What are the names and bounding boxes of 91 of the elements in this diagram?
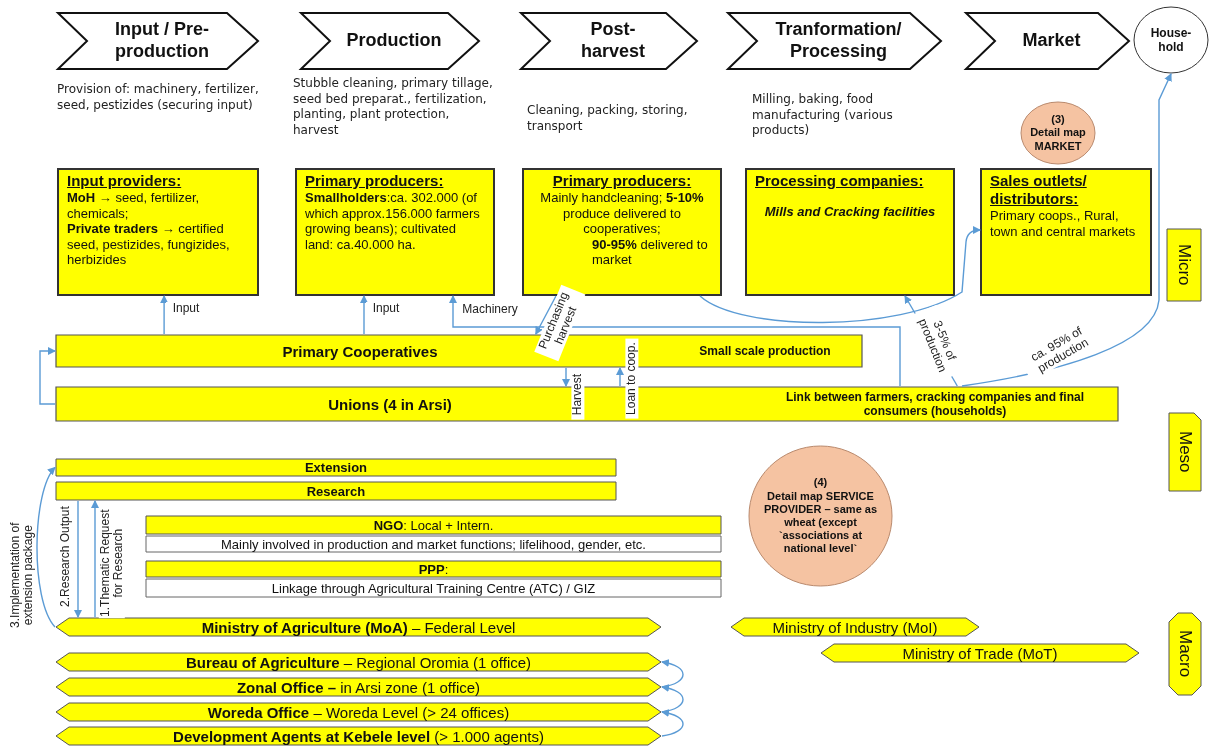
box-text: Mills and Cracking facilities (763, 204, 937, 220)
detail-map-circle (1020, 101, 1096, 165)
office-banner (55, 726, 662, 746)
service-bar (55, 458, 617, 477)
arrow (91, 500, 99, 618)
arrow (661, 659, 684, 688)
circle-label: (3) (1050, 113, 1066, 127)
stage-title: Production (345, 30, 443, 52)
arrow (36, 466, 56, 628)
ministry-banner (55, 617, 662, 637)
arrow (661, 684, 684, 713)
box-text: Primary coops., Rural, town and central markets (990, 208, 1137, 240)
arrow (360, 295, 368, 335)
banner-label: Ministry of Trade (MoT) (902, 644, 1058, 662)
banner-label: Zonal Office – in Arsi zone (1 office) (236, 678, 481, 696)
stage-title: Market (1021, 30, 1082, 52)
band-label: Link between farmers, cracking companies and final consumers (households) (784, 390, 1086, 418)
circle-label: (4) (812, 476, 829, 490)
edge-label: 1.Thematic Request for Research (98, 508, 126, 619)
bar-label: NGO: Local + Intern. (373, 517, 494, 533)
banner-label: Woreda Office – Woreda Level (> 24 offices) (207, 703, 510, 721)
band-label: Primary Cooperatives (281, 342, 439, 360)
band-label: Small scale production (698, 344, 832, 358)
band-label: Unions (4 in Arsi) (327, 395, 453, 413)
edge-label: Loan to coop. (625, 338, 639, 419)
arrow (74, 500, 82, 618)
actor-box (295, 168, 495, 296)
box-heading: Processing companies: (755, 172, 925, 190)
level-label: Macro (1175, 630, 1195, 678)
actor-box (980, 168, 1152, 296)
stage-description: Provision of: machinery, fertilizer, seed, pestizides (securing input) (57, 82, 260, 114)
arrow (160, 295, 169, 335)
box-heading: Primary producers: (305, 172, 445, 190)
ministry-banner (820, 643, 1140, 663)
banner-label: Development Agents at Kebele level (> 1.000 agents) (173, 727, 544, 745)
arrow (699, 226, 981, 324)
arrow (961, 73, 1172, 387)
value-chain-stage (57, 12, 259, 70)
description-box (145, 578, 722, 598)
ministry-banner (730, 617, 980, 637)
service-bar (55, 481, 617, 501)
stage-title: Tranformation/ Processing (774, 19, 903, 63)
stage-description: Stubble cleaning, primary tillage, seed bed preparat., fertilization, planting, plant protection, harvest (293, 76, 493, 139)
service-bar (145, 515, 722, 535)
box-heading: Primary producers: (551, 172, 693, 190)
bar-label: Research (306, 483, 366, 499)
box-text: 90-95% delivered to market (591, 236, 709, 268)
stage-description: Milling, baking, food manufacturing (various products) (752, 92, 894, 139)
detail-map-circle (748, 445, 893, 587)
value-chain-stage (300, 12, 480, 70)
value-chain-stage (727, 12, 942, 70)
value-chain-stage (965, 12, 1130, 70)
level-tab (1168, 412, 1202, 492)
circle-label: Detail map SERVICE PROVIDER – same as wheat (except `associations at national level` (762, 489, 879, 556)
arrow (449, 295, 901, 387)
circle-label: House- hold (1149, 26, 1193, 54)
arrow (661, 709, 684, 737)
arrow (535, 295, 557, 335)
stage-title: Post- harvest (579, 19, 646, 63)
banner-label: Bureau of Agriculture – Regional Oromia (1 office) (185, 653, 532, 671)
stage-description: Cleaning, packing, storing, transport (527, 103, 689, 135)
bar-label: PPP: (418, 561, 449, 577)
actor-box (745, 168, 955, 296)
arrow (562, 367, 570, 387)
bar-label: Extension (304, 460, 368, 475)
level-label: Micro (1174, 244, 1194, 286)
box-text: Smallholders:ca. 302.000 (of which approx.156.000 farmers growing beans); cultivated land: ca.40.000 ha. (305, 190, 481, 253)
box-text: Private traders → certified seed, pestizides, fungizides, herbizides (67, 221, 231, 268)
banner-label: Ministry of Industry (MoI) (772, 618, 938, 636)
value-chain-stage (520, 12, 698, 70)
description-text: Mainly involved in production and market functions; lifelihood, gender, etc. (221, 536, 646, 552)
banner-label: Ministry of Agriculture (MoA) – Federal Level (201, 618, 516, 636)
box-heading: Input providers: (67, 172, 183, 190)
office-banner (55, 677, 662, 697)
stage-title: Input / Pre- production (114, 19, 210, 63)
arrow (39, 347, 56, 405)
level-tab (1166, 228, 1202, 302)
household-circle (1133, 6, 1209, 74)
level-label: Meso (1175, 431, 1195, 473)
office-banner (55, 702, 662, 722)
office-banner (55, 652, 662, 672)
circle-label: Detail map MARKET (1029, 126, 1087, 153)
service-bar (145, 560, 722, 578)
actor-box (57, 168, 259, 296)
description-box (145, 535, 722, 553)
box-heading: Sales outlets/ distributors: (990, 172, 1088, 208)
box-text: MoH → seed, fertilizer, chemicals; (67, 190, 201, 222)
description-text: Linkage through Agricultural Training Centre (ATC) / GIZ (271, 580, 596, 596)
box-text: Mainly handcleaning; 5-10% produce delivered to cooperatives; (539, 190, 705, 237)
arrow (616, 367, 624, 387)
level-tab (1168, 612, 1202, 696)
